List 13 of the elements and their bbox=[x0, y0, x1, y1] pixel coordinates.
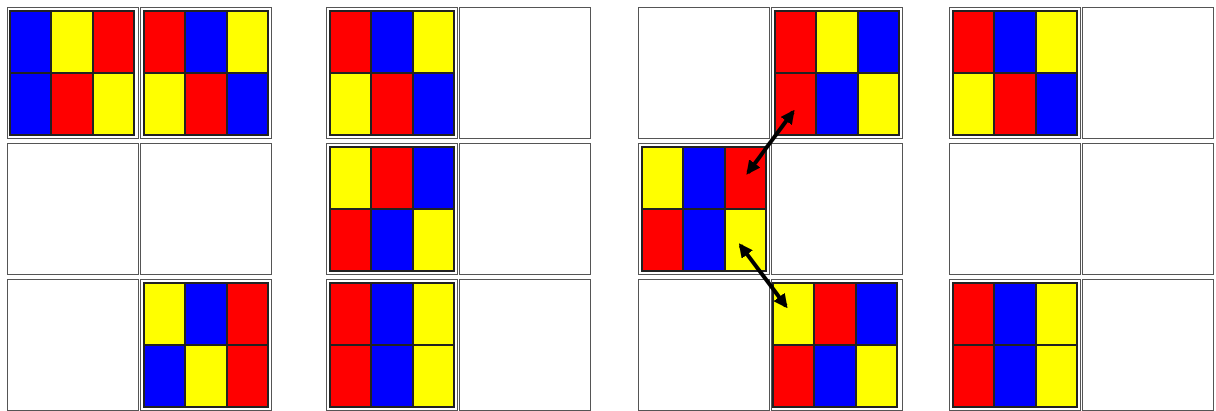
color-tile bbox=[774, 10, 900, 136]
color-tile bbox=[143, 282, 269, 408]
color-tile bbox=[641, 146, 767, 272]
color-tile bbox=[329, 146, 455, 272]
double-arrow bbox=[738, 243, 788, 309]
color-tile bbox=[143, 10, 269, 136]
color-tile bbox=[9, 10, 135, 136]
color-tile bbox=[952, 10, 1078, 136]
double-arrow bbox=[746, 109, 795, 175]
color-tile bbox=[329, 10, 455, 136]
color-tile bbox=[772, 282, 898, 408]
color-tile bbox=[329, 282, 455, 408]
color-tile bbox=[952, 282, 1078, 408]
